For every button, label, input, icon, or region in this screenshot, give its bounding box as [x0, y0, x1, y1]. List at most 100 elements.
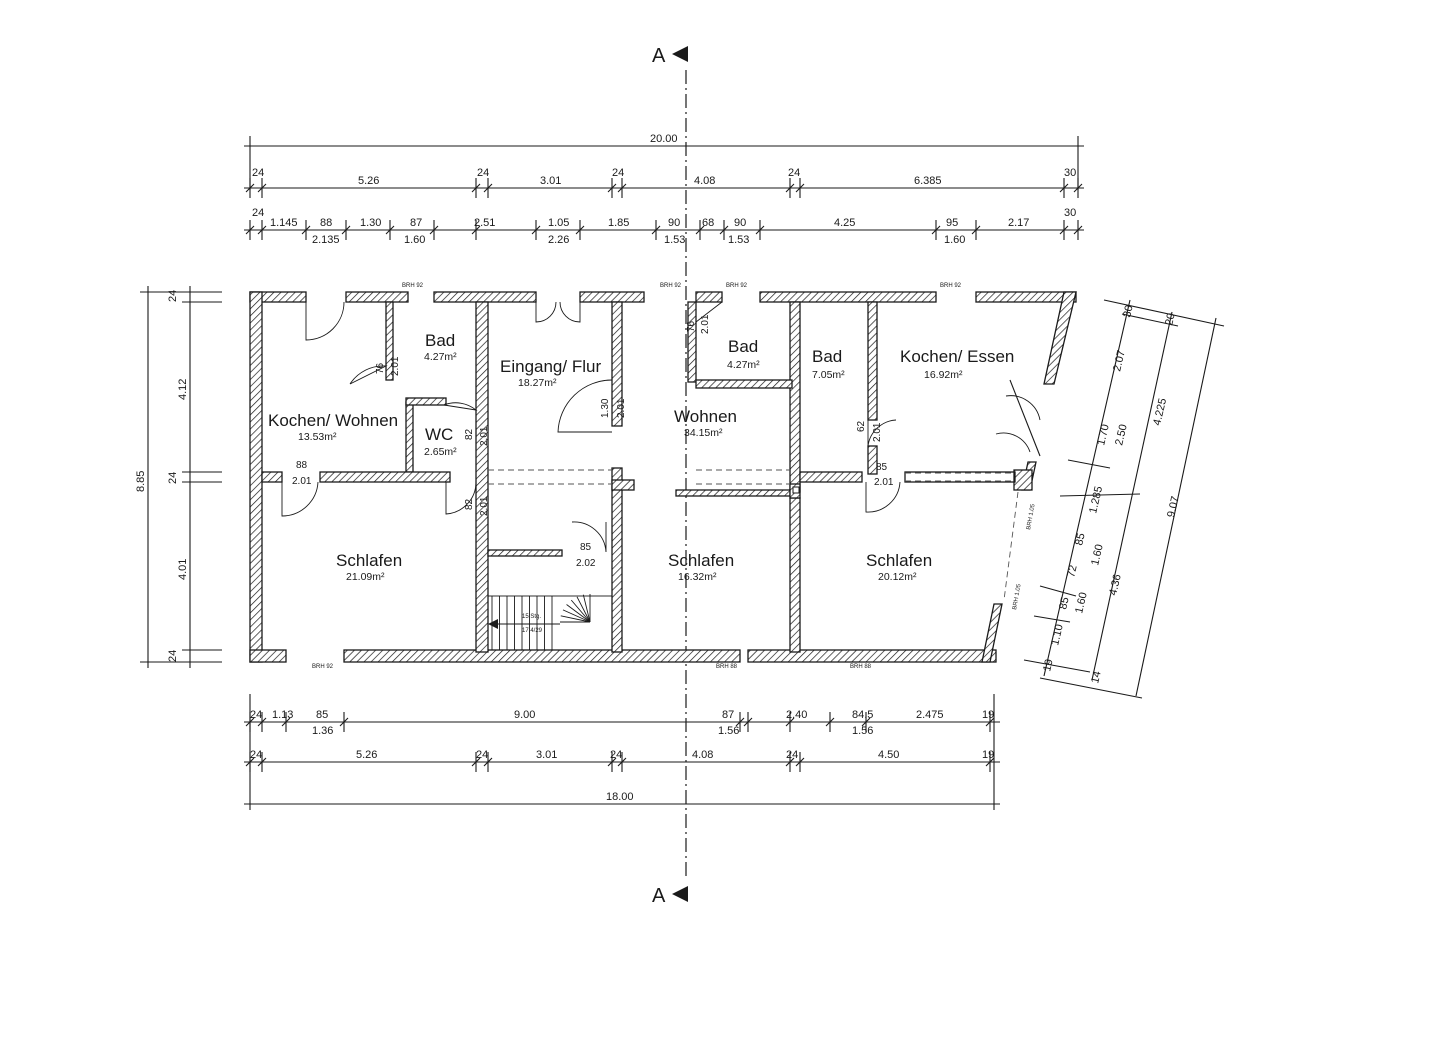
dimension-slash [471, 183, 481, 193]
dim-label: 1.60 [1089, 543, 1106, 567]
room-area: 16.32m² [678, 571, 717, 583]
dimension-slash [575, 225, 585, 235]
dimension-slash [301, 225, 311, 235]
dim-label: 4.25 [834, 217, 855, 229]
dim-label: 24 [477, 167, 489, 179]
dim-label: 24 [476, 749, 488, 761]
dim-label: 2.26 [548, 234, 569, 246]
dim-label: 1.30 [600, 398, 611, 418]
dimension-slash [281, 717, 291, 727]
stair-label-2: 17,4/29 [522, 628, 543, 634]
dim-label: 85 [580, 542, 592, 553]
dim-label: 24 [610, 749, 622, 761]
room-name: Schlafen [668, 551, 734, 570]
dimension-slash [339, 717, 349, 727]
dimension-slash [785, 183, 795, 193]
dimensions-bottom: 24 1.13 85 9.00 87 2.40 84.5 2.475 19 1.… [244, 694, 1000, 810]
dim-label: 30 [1064, 207, 1076, 219]
room-area: 2.65m² [424, 446, 457, 458]
dimension-slash [931, 225, 941, 235]
brh-label: BRH 92 [312, 664, 334, 670]
dim-label: 24 [167, 472, 179, 484]
dim-label: 1.36 [312, 725, 333, 737]
dim-overall: 9.07 [1165, 495, 1182, 519]
dim-label: 2.01 [616, 398, 627, 418]
dimension-slash [471, 225, 481, 235]
dim-label: 4.225 [1151, 397, 1169, 427]
room-area: 7.05m² [812, 369, 845, 381]
dim-label: 62 [856, 420, 867, 432]
dim-label: 2.475 [916, 709, 944, 721]
dim-label: 24 [612, 167, 624, 179]
room-name: Bad [812, 347, 842, 366]
dimensions-left: 24 4.12 24 4.01 24 8.85 [135, 286, 222, 668]
dim-label: 85 [1057, 596, 1071, 611]
dimension-slash [257, 225, 267, 235]
dim-label: 5.26 [356, 749, 377, 761]
room-area: 34.15m² [684, 427, 723, 439]
dimension-slash [651, 225, 661, 235]
dim-label: 4.12 [177, 379, 189, 400]
dimension-slash [861, 717, 871, 727]
dim-label: 1.30 [360, 217, 381, 229]
section-line: A A [652, 45, 688, 907]
dimension-slash [607, 183, 617, 193]
dim-label: 2.17 [1008, 217, 1029, 229]
stair-winder [582, 594, 591, 623]
brh-label: BRH 88 [850, 664, 872, 670]
dim-label: 2.01 [874, 477, 894, 488]
brh-label: BRH 92 [940, 283, 962, 289]
dimension-slash [483, 757, 493, 767]
dim-label: 1.85 [608, 217, 629, 229]
dimension-slash [795, 757, 805, 767]
dim-label: 1.60 [404, 234, 425, 246]
dim-label: 2.50 [1113, 423, 1130, 447]
dim-label: 1.285 [1087, 485, 1105, 515]
dimension-slash [617, 183, 627, 193]
dimension-slash [695, 225, 705, 235]
brh-label: BRH 92 [402, 283, 424, 289]
dim-label: 24 [250, 749, 262, 761]
dim-label: 24 [250, 709, 262, 721]
room-name: Schlafen [866, 551, 932, 570]
dim-label: 90 [734, 217, 746, 229]
dim-label: 1.56 [718, 725, 739, 737]
dim-label: 4.01 [177, 559, 189, 580]
dim-label: 84.5 [852, 709, 873, 721]
walls [249, 291, 1077, 663]
dimension-slash [257, 717, 267, 727]
dim-label: 87 [722, 709, 734, 721]
dimension-slash [785, 757, 795, 767]
dim-label: 6.385 [914, 175, 942, 187]
dim-overall: 8.85 [135, 471, 147, 492]
dim-label: 88 [296, 460, 308, 471]
dim-label: 2.51 [474, 217, 495, 229]
beam-lines [488, 469, 1019, 601]
dimension-slash [429, 225, 439, 235]
interior-dimensions: 76 2.01 82 2.01 1.30 2.01 76 2.01 62 2.0… [292, 314, 894, 569]
dim-label: 19 [1041, 658, 1055, 673]
dim-label: 88 [320, 217, 332, 229]
dim-label: 85 [1073, 532, 1087, 547]
sill-height-labels: BRH 92 BRH 92 BRH 92 BRH 92 BRH 92 BRH 8… [312, 283, 1037, 670]
dimension-slash [607, 757, 617, 767]
room-name: Kochen/ Wohnen [268, 411, 398, 430]
dimension-slash [785, 717, 795, 727]
dim-label: 2.01 [700, 314, 711, 334]
dim-label: 2.01 [390, 356, 401, 376]
dim-label: 1.05 [548, 217, 569, 229]
dim-label: 72 [1065, 564, 1079, 579]
room-area: 4.27m² [727, 359, 760, 371]
brh-label: BRH 1.05 [1012, 583, 1023, 610]
dimension-slash [1073, 183, 1083, 193]
dim-label: 4.36 [1107, 573, 1124, 597]
dimension-slash [743, 717, 753, 727]
dim-label: 2.135 [312, 234, 340, 246]
dim-label: 3.01 [536, 749, 557, 761]
dimension-slash [755, 225, 765, 235]
